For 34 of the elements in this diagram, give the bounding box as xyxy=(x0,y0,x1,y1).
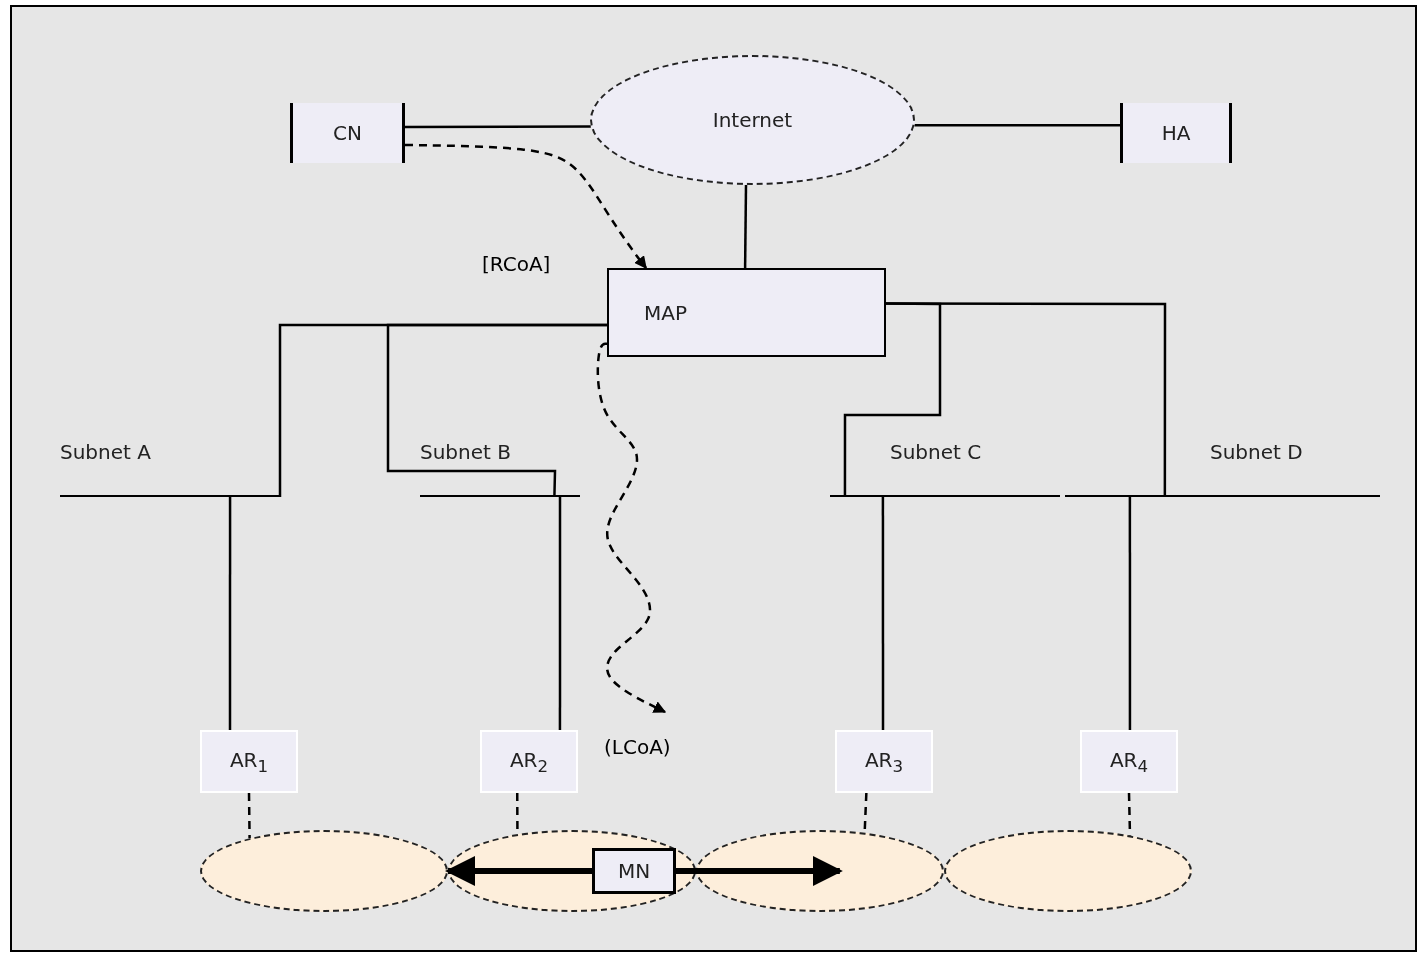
arrow xyxy=(405,143,648,269)
node-label: MAP xyxy=(644,300,687,325)
node-label: AR$_{1}$ xyxy=(229,747,269,776)
connector-line xyxy=(1128,497,1132,730)
connector-line xyxy=(743,184,748,268)
node-label: Subnet B xyxy=(420,440,511,464)
connector-line xyxy=(843,302,942,497)
node-label: MN xyxy=(617,859,651,883)
router-box xyxy=(607,268,886,357)
node-label: AR$_{2}$ xyxy=(509,747,549,776)
node-label: HA xyxy=(1161,121,1191,145)
connector-line xyxy=(914,123,1120,127)
node-label: Subnet C xyxy=(890,440,982,464)
node-label: Internet xyxy=(712,108,793,132)
node-label: CN xyxy=(333,121,362,145)
connector-line xyxy=(881,497,885,730)
arrow xyxy=(596,342,667,714)
connector-line xyxy=(386,323,607,498)
access-router-box xyxy=(1080,730,1178,793)
connector-line xyxy=(558,497,562,730)
host-box xyxy=(290,103,405,163)
mobile-node-box xyxy=(592,848,676,894)
node-label: AR$_{3}$ xyxy=(864,747,904,776)
node-label: AR$_{4}$ xyxy=(1109,747,1149,776)
node-label: Subnet D xyxy=(1210,440,1303,464)
connector-line xyxy=(886,302,1167,497)
access-router-box xyxy=(835,730,933,793)
host-box xyxy=(1120,103,1232,163)
connector-line xyxy=(405,125,591,129)
connector-line xyxy=(228,497,232,730)
connector-line xyxy=(247,793,251,839)
node-label: Subnet A xyxy=(60,440,151,464)
access-router-box xyxy=(480,730,578,793)
access-router-box xyxy=(200,730,298,793)
